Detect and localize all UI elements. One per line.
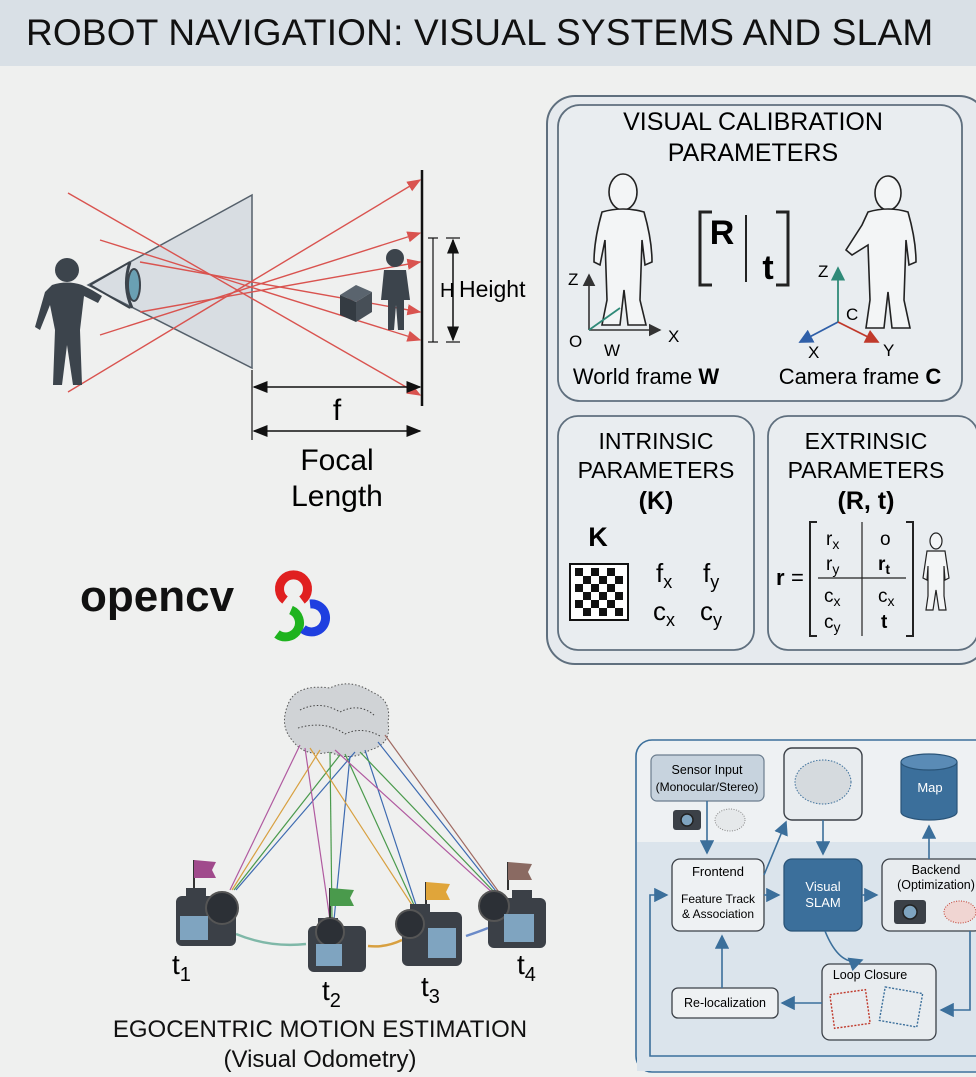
slam-flow-arrows	[649, 801, 976, 1057]
rt-t: t	[762, 249, 773, 287]
odometry-caption-line2: (Visual Odometry)	[223, 1046, 417, 1073]
height-label: Height	[459, 276, 526, 302]
extrinsic-title-line1: EXTRINSIC	[805, 428, 928, 454]
camera-t3-icon	[395, 882, 462, 966]
camera-axis-c: C	[846, 305, 858, 324]
odometry-caption-line1: EGOCENTRIC MOTION ESTIMATION	[112, 1016, 528, 1043]
m-rt: rt	[878, 554, 890, 577]
camera-axis-y: Y	[883, 341, 894, 360]
backend-cloud-icon	[943, 900, 976, 924]
world-axis-x: X	[668, 327, 679, 346]
world-axis-o: O	[569, 332, 582, 351]
point-cloud-brain-icon	[284, 683, 390, 757]
backend-line1: Backend	[912, 863, 961, 877]
sensor-input-line1: Sensor Input	[672, 763, 743, 777]
fx: fx	[656, 558, 672, 592]
frontend-sub2: & Association	[682, 907, 754, 921]
visual-odometry-diagram: t1 t2 t3 t4	[172, 683, 546, 1012]
extrinsic-title-line3: (R, t)	[838, 487, 895, 515]
calibration-title-line1: VISUAL CALIBRATION	[623, 108, 883, 136]
m-t: t	[881, 612, 888, 633]
m-cx: cx	[824, 586, 841, 609]
camera-t2-icon	[308, 888, 366, 972]
feature-correspondence-lines	[229, 734, 502, 921]
intrinsic-title-line2: PARAMETERS	[578, 457, 735, 483]
calibration-title-line2: PARAMETERS	[668, 139, 838, 167]
loop-closure-label: Loop Closure	[833, 968, 907, 982]
camera-axis-z: Z	[818, 262, 828, 281]
camera-t1-icon	[176, 860, 239, 946]
camera-axis-x: X	[808, 343, 819, 362]
t1-label: t1	[172, 949, 191, 986]
calibration-panels: VISUAL CALIBRATION PARAMETERS Z X O W R …	[546, 95, 976, 665]
visual-slam-line2: SLAM	[805, 895, 840, 910]
relocalization-label: Re-localization	[684, 996, 766, 1010]
extrinsic-equals: =	[791, 565, 804, 590]
t3-label: t3	[421, 971, 440, 1008]
page-title: ROBOT NAVIGATION: VISUAL SYSTEMS AND SLA…	[26, 12, 934, 53]
t4-label: t4	[517, 949, 536, 986]
height-symbol: H	[440, 280, 454, 302]
backend-camera-icon	[894, 900, 926, 924]
extrinsic-box	[767, 415, 976, 651]
eye-icon	[125, 261, 141, 309]
m-rx: rx	[826, 529, 839, 552]
rt-r: R	[710, 214, 735, 252]
slam-pipeline-diagram: Sensor Input (Monocular/Stereo) Map Fron…	[635, 739, 976, 1073]
world-frame-caption: World frame W	[573, 364, 720, 389]
cy: cy	[700, 596, 722, 630]
m-ry: ry	[826, 554, 839, 577]
pinhole-camera-diagram: H Height f Focal Length	[35, 170, 526, 513]
focal-label-line2: Length	[291, 480, 383, 513]
relocalization-box	[671, 987, 779, 1019]
loop-closure-icon	[829, 986, 924, 1030]
opencv-logo-icon	[274, 570, 331, 642]
camera-person-icon	[844, 175, 917, 329]
intrinsic-title-line3: (K)	[639, 487, 674, 515]
small-person-icon	[381, 249, 410, 330]
m-o: o	[880, 529, 891, 550]
m-cy: cy	[824, 612, 841, 635]
sensor-camera-icon	[673, 810, 701, 830]
backend-line2: (Optimization)	[897, 878, 975, 892]
observer-person-icon	[35, 258, 102, 385]
checkerboard-icon	[569, 563, 629, 621]
view-cone	[86, 193, 253, 370]
frontend-label: Frontend	[692, 864, 744, 879]
intrinsic-title-line1: INTRINSIC	[599, 428, 714, 454]
camera-t4-icon	[478, 862, 546, 948]
camera-frame-caption: Camera frame C	[779, 364, 942, 389]
visual-slam-line1: Visual	[805, 879, 840, 894]
extrinsic-title-line2: PARAMETERS	[788, 457, 945, 483]
world-person-icon	[593, 173, 653, 326]
sensor-input-box	[650, 754, 765, 802]
title-bar	[0, 0, 976, 66]
sensor-input-line2: (Monocular/Stereo)	[656, 780, 759, 794]
focal-label-line1: Focal	[300, 444, 373, 477]
opencv-text: opencv	[80, 572, 235, 621]
extrinsic-r-label: r	[776, 565, 785, 590]
world-axis-w: W	[604, 341, 620, 360]
projection-rays	[67, 179, 422, 396]
map-database-icon	[900, 753, 958, 821]
k-label: K	[588, 522, 608, 552]
focal-symbol: f	[333, 394, 342, 427]
t2-label: t2	[322, 975, 341, 1012]
box-object-icon	[340, 285, 372, 322]
fy: fy	[703, 558, 719, 592]
world-axis-z: Z	[568, 270, 578, 289]
sensor-cloud-icon	[714, 808, 746, 832]
frontend-sub1: Feature Track	[681, 892, 756, 906]
map-label: Map	[917, 780, 942, 795]
point-cloud-icon	[794, 759, 852, 805]
m-cx2: cx	[878, 586, 895, 609]
cx: cx	[653, 596, 675, 630]
small-person-outline-icon	[922, 532, 950, 611]
loop-closure-box	[821, 963, 937, 1041]
